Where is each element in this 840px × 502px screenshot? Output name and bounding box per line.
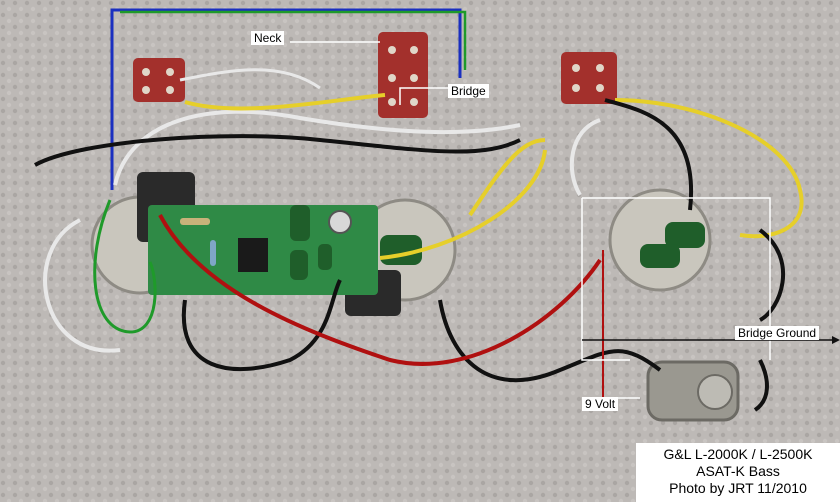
wire-red: [158, 214, 602, 366]
wire-black-1: [34, 134, 521, 167]
right-pot-cap-1: [665, 222, 705, 248]
wire-yellow-2: [468, 138, 546, 217]
annotation-lines: [290, 41, 835, 399]
bridge-label: Bridge: [448, 84, 489, 98]
caption-model: G&L L-2000K / L-2500K: [663, 446, 813, 462]
caption-credit: Photo by JRT 11/2010: [669, 480, 807, 496]
neck-bridge-switch: [378, 32, 428, 118]
circuit-board: [148, 205, 378, 295]
wire-yellow-4: [614, 98, 804, 239]
right-pot: [608, 188, 712, 292]
right-pot-cap-2: [640, 244, 680, 268]
wire-black-6: [753, 359, 769, 412]
wire-green-top: [120, 10, 467, 70]
wire-black-5: [758, 228, 786, 322]
left-switch: [133, 58, 185, 102]
wire-black-3: [438, 299, 662, 383]
wire-yellow-3: [379, 149, 547, 260]
wire-black-4: [604, 98, 694, 211]
caption-bass: ASAT-K Bass: [696, 463, 780, 479]
bridge-ground-arrow: [832, 336, 840, 344]
wire-yellow-1: [184, 93, 386, 111]
wire-black-2: [181, 279, 342, 372]
output-jack: [646, 360, 740, 422]
wire-white-3: [179, 68, 321, 90]
wire-green-loop: [93, 199, 157, 334]
wire-white-4: [569, 118, 601, 197]
bridge-ground-label: Bridge Ground: [735, 326, 820, 340]
photo-caption: G&L L-2000K / L-2500K ASAT-K Bass Photo …: [636, 443, 840, 502]
wire-white-1: [43, 218, 121, 353]
neck-label: Neck: [251, 31, 285, 45]
wire-white-2: [113, 109, 521, 186]
nine-volt-label: 9 Volt: [582, 397, 619, 411]
right-switch: [561, 52, 617, 104]
wire-blue: [110, 8, 462, 190]
